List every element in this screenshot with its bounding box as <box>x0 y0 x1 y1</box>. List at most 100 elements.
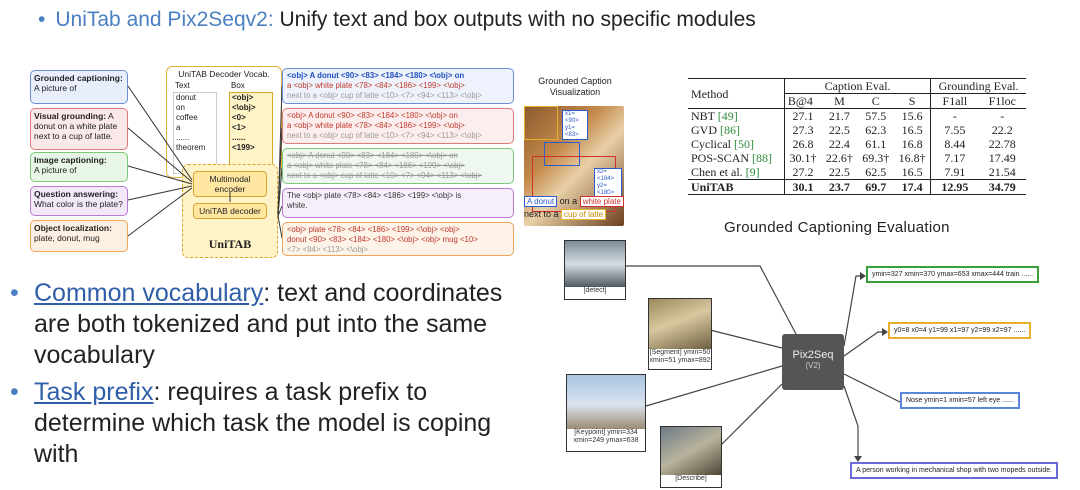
people-photo <box>649 299 711 349</box>
vocab-box-column: <obj> <\obj> <0> <1> ...... <199> <box>229 92 273 174</box>
task-name: Object localization: <box>34 223 112 233</box>
output-detect: ymin=327 xmin=370 ymax=653 xmax=444 trai… <box>866 266 1040 283</box>
method-name: Chen et al. <box>691 165 743 179</box>
cell: 17.4 <box>901 180 923 194</box>
title-rest: Unify text and box outputs with no speci… <box>273 8 756 31</box>
bullet-list: • Common vocabulary: text and coordinate… <box>10 278 530 476</box>
vocab-box-item: <1> <box>232 123 246 132</box>
cell: 21.54 <box>988 165 1016 179</box>
unitab-connectors <box>127 85 283 239</box>
title-highlight: UniTab and Pix2Seqv2: <box>55 8 274 31</box>
table-caption: Grounded Captioning Evaluation <box>724 219 950 236</box>
method-name: Cyclical <box>691 137 731 151</box>
output-line: The <obj> plate <78> <84> <186> <199> <\… <box>287 191 462 200</box>
model-version: (V2) <box>805 361 821 370</box>
pix2seq-model: Pix2Seq (V2) <box>782 334 844 390</box>
output-line: donut <90> <83> <184> <180> <\obj> <obj>… <box>287 235 478 244</box>
shop-photo <box>661 427 721 475</box>
evaluation-table: Method Caption Eval. Grounding Eval. B@4… <box>688 78 1026 195</box>
cell: 30.1 <box>783 179 822 195</box>
thumb-detect: [detect] <box>564 240 626 300</box>
output-line: <obj> plate <78> <84> <186> <199> <\obj>… <box>287 225 460 234</box>
output-line: a <obj> white plate <78> <84> <186> <199… <box>287 121 465 130</box>
citation-link[interactable]: [88] <box>752 151 773 165</box>
thumb-label: [Describe] <box>675 475 707 482</box>
cell: - <box>1000 109 1005 123</box>
cell-method: Chen et al. [9] <box>688 165 784 180</box>
cell: 21.7 <box>828 109 850 123</box>
vocab-box-item: <obj> <box>232 93 254 102</box>
col-b4: B@4 <box>783 93 822 109</box>
cell: 7.91 <box>930 165 979 180</box>
vocab-title: UniTAB Decoder Vocab. <box>178 69 270 79</box>
cell: 23.7 <box>828 180 850 194</box>
cell-method: Cyclical [50] <box>688 137 784 151</box>
vocab-box-item: <199> <box>232 143 255 152</box>
output-line: a <obj> white plate <78> <84> <186> <199… <box>287 161 465 170</box>
bullet-task-prefix: • Task prefix: requires a task prefix to… <box>10 377 530 470</box>
unitab-decoder: UniTAB decoder <box>193 203 267 219</box>
cell-method: NBT [49] <box>688 109 784 123</box>
citation-link[interactable]: [49] <box>717 109 738 123</box>
cell: 16.8† <box>898 151 926 165</box>
model-name: Pix2Seq <box>792 349 834 361</box>
task-image-captioning: Image captioning:A picture of <box>30 152 128 182</box>
citation-link[interactable]: [9] <box>745 165 760 179</box>
cell: 15.6 <box>901 109 923 123</box>
cell: 12.95 <box>930 179 979 195</box>
method-name: POS-SCAN <box>691 151 750 165</box>
method-name: GVD <box>691 123 717 137</box>
caption-visualization: Grounded Caption Visualization x1=<90> y… <box>520 76 630 256</box>
output-line: white. <box>287 201 308 210</box>
task-text: plate, donut, mug <box>34 233 100 243</box>
bullet-dot: • <box>10 279 19 307</box>
cell: 30.1† <box>783 151 822 165</box>
citation-link[interactable]: [50] <box>733 137 754 151</box>
cell-method: POS-SCAN [88] <box>688 151 784 165</box>
citation-link[interactable]: [86] <box>720 123 740 137</box>
cell: 22.5 <box>828 165 850 179</box>
cell: 22.2 <box>991 123 1013 137</box>
col-s: S <box>893 93 931 109</box>
bullet-term: Common vocabulary <box>34 279 264 307</box>
thumb-segment: [Segment] ymin=50 xmin=51 ymax=892 ... <box>648 298 712 372</box>
output-object-localization: <obj> plate <78> <84> <186> <199> <\obj>… <box>282 222 514 256</box>
col-m: M <box>821 93 858 109</box>
cell: 69.7 <box>865 180 887 194</box>
thumb-describe: [Describe] <box>660 426 722 488</box>
group-caption: Caption Eval. <box>783 78 931 94</box>
thumb-label: [detect] <box>583 287 607 294</box>
cell: 57.5 <box>865 109 887 123</box>
task-text: What color is the plate? <box>34 199 123 209</box>
bullet-common-vocabulary: • Common vocabulary: text and coordinate… <box>10 278 530 371</box>
bullet-term: Task prefix <box>34 378 154 406</box>
pix2seq-figure: [detect] [Segment] ymin=50 xmin=51 ymax=… <box>560 236 1080 490</box>
cell: 22.4 <box>828 137 850 151</box>
cell: 62.5 <box>865 165 887 179</box>
cell: 16.5 <box>901 165 923 179</box>
coord1-label: x1=<90> y1=<83> <box>562 110 588 140</box>
output-line: next to a <obj> cup of latte <10> <7> <9… <box>287 91 482 100</box>
caption-word: next to a <box>524 209 559 219</box>
cell-method: GVD [86] <box>688 123 784 137</box>
task-name: Image captioning: <box>34 155 107 165</box>
output-question-answering: The <obj> plate <78> <84> <186> <199> <\… <box>282 188 514 218</box>
output-line: next to a <obj> cup of latte <10> <7> <9… <box>287 131 482 140</box>
task-grounded-captioning: Grounded captioning:A picture of <box>30 70 128 104</box>
viz-caption-line1: A donut on a white plate <box>524 196 624 207</box>
cell: 7.55 <box>930 123 979 137</box>
cell: 22.6† <box>825 151 853 165</box>
vocab-box-header: Box <box>231 81 245 90</box>
col-c: C <box>857 93 894 109</box>
cell: 22.5 <box>828 123 850 137</box>
output-line: next to a <obj> cup of latte <10> <7> <9… <box>287 171 482 180</box>
vocab-text-header: Text <box>175 81 190 90</box>
bullet-text: : text and coordinates are both tokenize… <box>34 279 503 369</box>
output-image-captioning: <obj> A donut <90> <83> <184> <180> <\ob… <box>282 148 514 184</box>
task-name: Question answering: <box>34 189 119 199</box>
task-name: Visual grounding: <box>34 111 107 121</box>
slide-title: •UniTab and Pix2Seqv2: Unify text and bo… <box>38 8 756 32</box>
vocab-text-item: a <box>176 123 181 132</box>
vocab-text-column: donut on coffee a ...... theorem <box>173 92 217 174</box>
